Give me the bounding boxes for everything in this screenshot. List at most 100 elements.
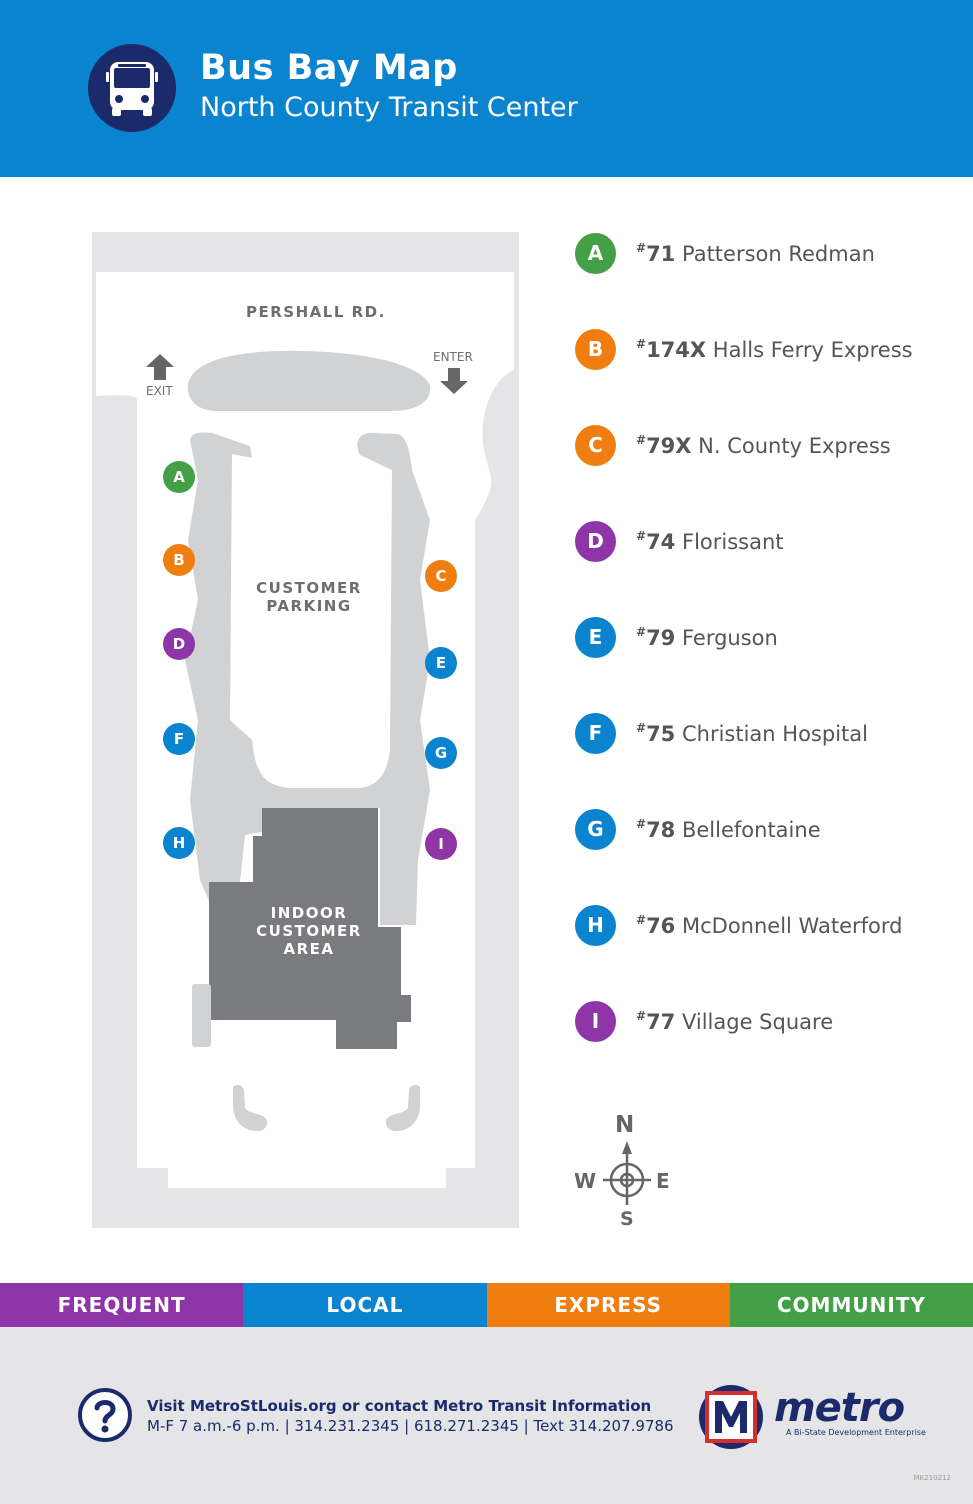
route-name: Florissant <box>681 529 784 554</box>
bay-marker-f: F <box>163 723 195 755</box>
legend-route: #79X N. County Express <box>636 433 891 458</box>
legend-route: #78 Bellefontaine <box>636 817 821 842</box>
legend-badge: C <box>575 424 616 466</box>
route-number: 75 <box>646 721 676 746</box>
legend-badge: I <box>575 1000 616 1042</box>
indoor-area-label: INDOOR CUSTOMER AREA <box>230 904 388 958</box>
parking-label: CUSTOMER PARKING <box>230 579 388 615</box>
bay-letter: G <box>434 744 448 762</box>
route-number: 78 <box>646 817 676 842</box>
service-category-bar: FREQUENT LOCAL EXPRESS COMMUNITY <box>0 1283 973 1327</box>
bay-letter: C <box>435 567 447 585</box>
bus-icon <box>88 44 176 132</box>
route-hash: # <box>636 240 647 255</box>
compass-east: E <box>656 1169 670 1193</box>
route-number: 79X <box>646 433 692 458</box>
bay-marker-i: I <box>425 828 457 860</box>
bay-marker-d: D <box>163 628 195 660</box>
bay-letter: F <box>173 730 185 748</box>
route-hash: # <box>636 1008 647 1023</box>
bay-letter: H <box>172 834 186 852</box>
footer-contact-heading: Visit MetroStLouis.org or contact Metro … <box>147 1397 652 1415</box>
route-name: N. County Express <box>698 433 891 458</box>
indoor-label-line1: INDOOR <box>270 904 348 922</box>
category-frequent: FREQUENT <box>0 1283 244 1327</box>
route-name: Halls Ferry Express <box>712 337 913 362</box>
route-number: 76 <box>646 913 676 938</box>
route-number: 79 <box>646 625 676 650</box>
legend-item-f: F #75 Christian Hospital <box>575 712 868 754</box>
legend-route: #79 Ferguson <box>636 625 778 650</box>
page-title: Bus Bay Map <box>200 48 458 88</box>
route-hash: # <box>636 816 647 831</box>
legend-item-c: C #79X N. County Express <box>575 424 891 466</box>
category-local: LOCAL <box>243 1283 487 1327</box>
legend-item-g: G #78 Bellefontaine <box>575 808 821 850</box>
indoor-label-line2: CUSTOMER <box>256 922 362 940</box>
route-name: McDonnell Waterford <box>681 913 903 938</box>
legend-route: #74 Florissant <box>636 529 784 554</box>
bay-marker-c: C <box>425 560 457 592</box>
route-number: 71 <box>646 241 676 266</box>
route-hash: # <box>636 432 647 447</box>
legend-item-b: B #174X Halls Ferry Express <box>575 328 913 370</box>
enter-label: ENTER <box>433 350 473 364</box>
legend-badge: F <box>575 712 616 754</box>
metro-wordmark: metro <box>774 1385 905 1431</box>
bay-marker-a: A <box>163 461 195 493</box>
category-community: COMMUNITY <box>729 1283 973 1327</box>
route-name: Patterson Redman <box>681 241 875 266</box>
map-drawing <box>92 232 651 1228</box>
indoor-label-line3: AREA <box>283 940 335 958</box>
bay-marker-h: H <box>163 827 195 859</box>
legend-route: #76 McDonnell Waterford <box>636 913 902 938</box>
legend-item-h: H #76 McDonnell Waterford <box>575 904 902 946</box>
page-subtitle: North County Transit Center <box>200 92 578 123</box>
route-hash: # <box>636 720 647 735</box>
bay-letter: B <box>173 551 185 569</box>
legend-route: #174X Halls Ferry Express <box>636 337 913 362</box>
route-name: Christian Hospital <box>681 721 868 746</box>
bay-letter: I <box>438 835 444 853</box>
route-hash: # <box>636 336 647 351</box>
bay-letter: D <box>172 635 186 653</box>
bay-marker-e: E <box>425 647 457 679</box>
compass-west: W <box>574 1169 597 1193</box>
legend-item-d: D #74 Florissant <box>575 520 784 562</box>
legend-badge: D <box>575 520 616 562</box>
legend-route: #77 Village Square <box>636 1009 833 1034</box>
legend-item-i: I #77 Village Square <box>575 1000 833 1042</box>
compass-south: S <box>620 1208 634 1230</box>
bay-letter: A <box>173 468 185 486</box>
route-hash: # <box>636 528 647 543</box>
legend-badge: B <box>575 328 616 370</box>
route-hash: # <box>636 624 647 639</box>
road-label: PERSHALL RD. <box>246 303 386 321</box>
enter-arrow-icon <box>440 368 468 394</box>
route-hash: # <box>636 912 647 927</box>
legend-badge: E <box>575 616 616 658</box>
legend-item-a: A #71 Patterson Redman <box>575 232 875 274</box>
legend-badge: G <box>575 808 616 850</box>
route-name: Ferguson <box>681 625 778 650</box>
route-name: Bellefontaine <box>681 817 821 842</box>
question-icon <box>78 1388 132 1442</box>
footer: Visit MetroStLouis.org or contact Metro … <box>0 1327 973 1504</box>
metro-logo <box>699 1385 763 1449</box>
bay-marker-g: G <box>425 737 457 769</box>
route-number: 174X <box>646 337 707 362</box>
bay-letter: E <box>435 654 447 672</box>
bay-marker-b: B <box>163 544 195 576</box>
category-express: EXPRESS <box>486 1283 730 1327</box>
parking-label-line1: CUSTOMER <box>256 579 362 597</box>
metro-tagline: A Bi-State Development Enterprise <box>786 1428 926 1437</box>
route-name: Village Square <box>681 1009 834 1034</box>
header-banner: Bus Bay Map North County Transit Center <box>0 0 973 177</box>
legend-badge: H <box>575 904 616 946</box>
legend-badge: A <box>575 232 616 274</box>
document-code: MK210212 <box>913 1474 951 1482</box>
exit-label: EXIT <box>146 384 173 398</box>
parking-label-line2: PARKING <box>266 597 352 615</box>
bus-bay-map: PERSHALL RD. EXIT ENTER CUSTOMER PARKING… <box>0 177 973 1283</box>
route-number: 77 <box>646 1009 676 1034</box>
